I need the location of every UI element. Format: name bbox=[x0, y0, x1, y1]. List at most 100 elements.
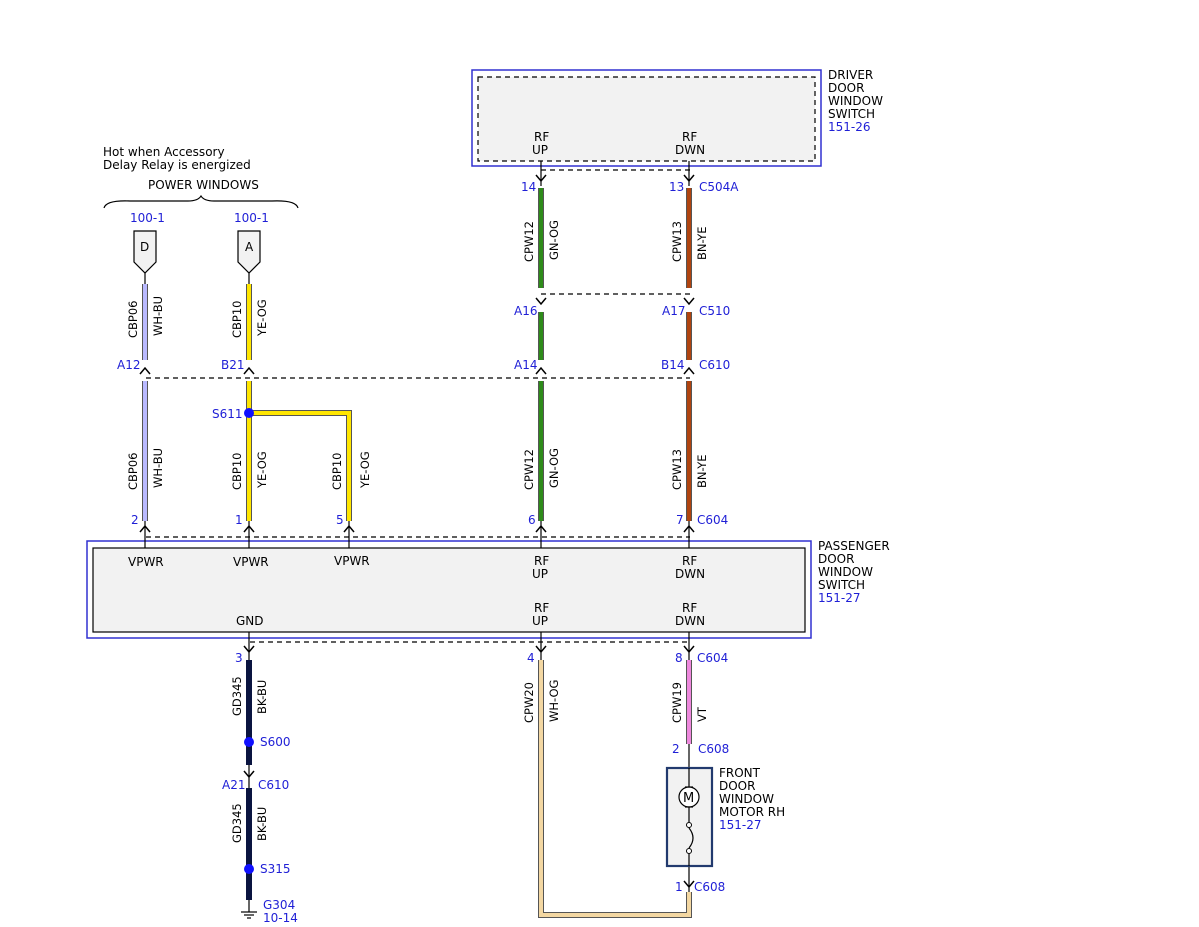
passenger-switch-name-2: DOOR bbox=[818, 552, 854, 566]
wire-label-cpw12-top: CPW12 bbox=[522, 221, 536, 262]
pin-6: 6 bbox=[528, 513, 536, 527]
motor-name-3: WINDOW bbox=[719, 792, 774, 806]
wire-label-cpw19: CPW19 bbox=[670, 682, 684, 723]
passenger-switch-inner bbox=[92, 547, 806, 633]
conn-c608-top: C608 bbox=[698, 742, 729, 756]
pin-b21: B21 bbox=[221, 358, 245, 372]
wire-label-gnog-top: GN-OG bbox=[547, 220, 561, 260]
wire-label-cbp06-top: CBP06 bbox=[126, 301, 140, 339]
chevron-c610-wh bbox=[139, 366, 151, 375]
connector-chevrons bbox=[139, 174, 695, 889]
passenger-switch-ref: 151-27 bbox=[818, 591, 861, 605]
chevron-c604-7 bbox=[683, 524, 695, 533]
ground-ref: 10-14 bbox=[263, 911, 298, 925]
driver-switch-name-4: SWITCH bbox=[828, 107, 875, 121]
conn-c504a: C504A bbox=[699, 180, 739, 194]
wire-label-whbu-bot: WH-BU bbox=[151, 448, 165, 488]
fuse-d-letter: D bbox=[140, 240, 149, 254]
fuse-a-letter: A bbox=[245, 240, 254, 254]
chevron-c510-dn bbox=[683, 297, 695, 306]
pin-8: 8 bbox=[675, 651, 683, 665]
wire-label-gd345-2: GD345 bbox=[230, 803, 244, 843]
wire-label-cpw20: CPW20 bbox=[522, 682, 536, 723]
chevron-c610-gn bbox=[535, 366, 547, 375]
chevron-c610-bn bbox=[683, 366, 695, 375]
pin-a14: A14 bbox=[514, 358, 537, 372]
vpwr-label-2: VPWR bbox=[233, 555, 269, 569]
pin-a21: A21 bbox=[222, 778, 245, 792]
driver-switch-name-1: DRIVER bbox=[828, 68, 873, 82]
wire-label-cbp10-top: CBP10 bbox=[230, 301, 244, 339]
wire-ye-og-branch bbox=[249, 411, 351, 521]
driver-switch-inner bbox=[477, 76, 816, 162]
conn-c610: C610 bbox=[699, 358, 730, 372]
driver-switch-name-3: WINDOW bbox=[828, 94, 883, 108]
wire-label-vt: VT bbox=[695, 706, 709, 722]
splice-s315-label: S315 bbox=[260, 862, 291, 876]
pass-rf-up-top-l1: RF bbox=[534, 554, 549, 568]
driver-pin-dn-l2: DWN bbox=[675, 143, 705, 157]
pass-rf-dn-bot-l2: DWN bbox=[675, 614, 705, 628]
vpwr-label-1: VPWR bbox=[128, 555, 164, 569]
pin-a16: A16 bbox=[514, 304, 537, 318]
pin-3: 3 bbox=[235, 651, 243, 665]
vpwr-label-3: VPWR bbox=[334, 554, 370, 568]
fuse-a-connector bbox=[237, 230, 261, 274]
motor-contact-bot bbox=[686, 848, 692, 854]
conn-c604-top: C604 bbox=[697, 513, 728, 527]
pin-14: 14 bbox=[521, 180, 536, 194]
fuse-d-ref: 100-1 bbox=[130, 211, 165, 225]
pin-a12: A12 bbox=[117, 358, 140, 372]
chevron-c504a-dn bbox=[683, 174, 695, 183]
wire-label-gd345-1: GD345 bbox=[230, 676, 244, 716]
passenger-switch-name-1: PASSENGER bbox=[818, 539, 890, 553]
splice-s600 bbox=[244, 737, 254, 747]
chevron-c504a-up bbox=[535, 174, 547, 183]
pin-13: 13 bbox=[669, 180, 684, 194]
passenger-switch-name-3: WINDOW bbox=[818, 565, 873, 579]
conn-c510: C510 bbox=[699, 304, 730, 318]
chevron-c604-3 bbox=[243, 645, 255, 654]
hot-note-line2: Delay Relay is energized bbox=[103, 158, 251, 172]
wire-label-yeog-bot: YE-OG bbox=[255, 451, 269, 489]
pass-rf-up-bot-l2: UP bbox=[532, 614, 548, 628]
wire-label-cbp10-br: CBP10 bbox=[330, 453, 344, 491]
chevron-c604-2 bbox=[139, 524, 151, 533]
motor-name-1: FRONT bbox=[719, 766, 761, 780]
chevron-c510-up bbox=[535, 297, 547, 306]
wire-label-bnye-top: BN-YE bbox=[695, 226, 709, 260]
splice-s315 bbox=[244, 864, 254, 874]
chevron-c604-6 bbox=[535, 524, 547, 533]
pin-7: 7 bbox=[676, 513, 684, 527]
motor-name-4: MOTOR RH bbox=[719, 805, 785, 819]
pin-1: 1 bbox=[235, 513, 243, 527]
chevron-c604-1 bbox=[243, 524, 255, 533]
motor-switch-arm bbox=[688, 827, 694, 849]
chevron-c608-1 bbox=[683, 880, 695, 889]
pin-m2: 2 bbox=[672, 742, 680, 756]
driver-pin-up-l2: UP bbox=[532, 143, 548, 157]
pin-5: 5 bbox=[336, 513, 344, 527]
pin-a17: A17 bbox=[662, 304, 685, 318]
conn-c610-gnd: C610 bbox=[258, 778, 289, 792]
chevron-c604-8 bbox=[683, 645, 695, 654]
conn-c604-bot: C604 bbox=[697, 651, 728, 665]
splice-s600-label: S600 bbox=[260, 735, 291, 749]
pass-rf-dn-top-l2: DWN bbox=[675, 567, 705, 581]
pass-rf-dn-bot-l1: RF bbox=[682, 601, 697, 615]
pin-4: 4 bbox=[527, 651, 535, 665]
wire-label-cpw12-bot: CPW12 bbox=[522, 449, 536, 490]
fuse-d-connector bbox=[133, 230, 157, 274]
power-windows-brace bbox=[103, 194, 299, 209]
ground-id: G304 bbox=[263, 898, 295, 912]
wire-label-bnye-bot: BN-YE bbox=[695, 454, 709, 488]
hot-note-line1: Hot when Accessory bbox=[103, 145, 225, 159]
wire-wh-og bbox=[539, 660, 691, 917]
passenger-switch-name-4: SWITCH bbox=[818, 578, 865, 592]
motor-symbol: M bbox=[683, 791, 694, 806]
motor-ref: 151-27 bbox=[719, 818, 762, 832]
chevron-c604-5 bbox=[343, 524, 355, 533]
wire-label-bkbu-2: BK-BU bbox=[255, 807, 269, 841]
wire-label-cbp10-bot: CBP10 bbox=[230, 453, 244, 491]
splice-s611 bbox=[244, 408, 254, 418]
